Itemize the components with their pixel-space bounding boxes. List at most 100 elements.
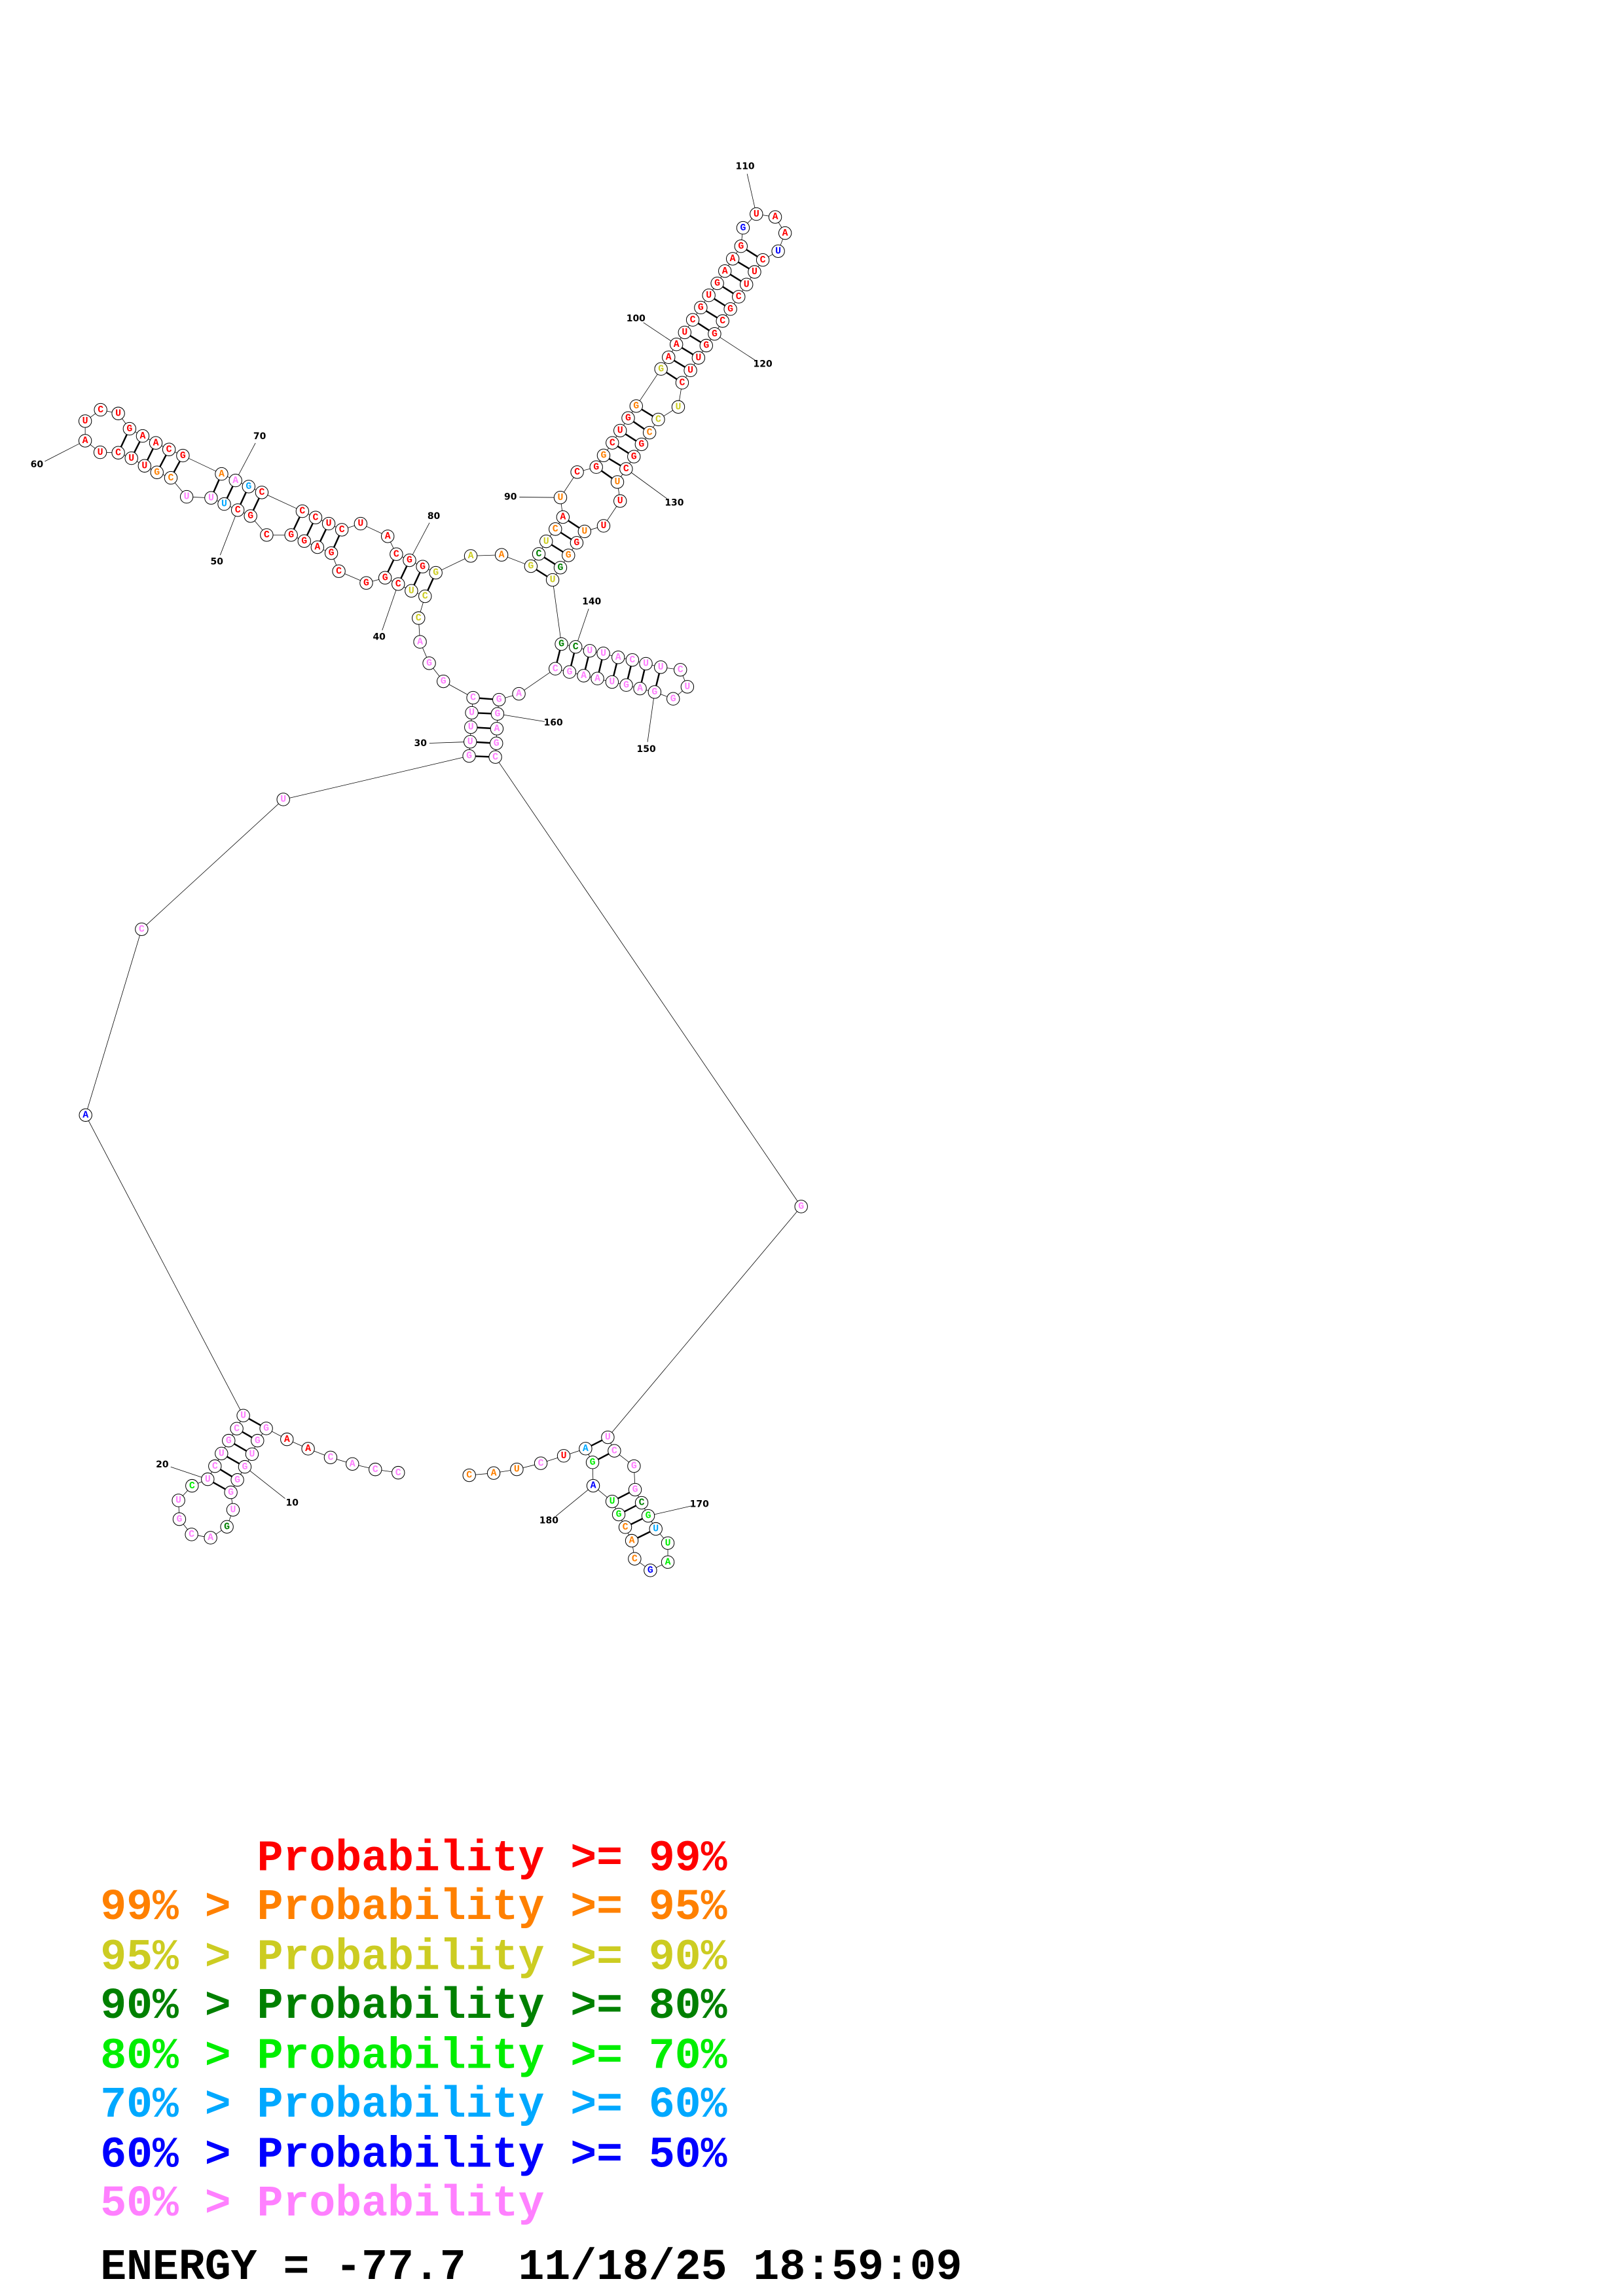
nucleotide-letter: A — [314, 543, 320, 553]
base-pair-line — [624, 1505, 636, 1513]
nucleotide-45: A — [310, 540, 325, 554]
nucleotide-circle — [570, 536, 584, 550]
nucleotide-103: G — [694, 300, 708, 315]
nucleotide-circle — [462, 1468, 476, 1482]
nucleotide-55: G — [150, 465, 164, 479]
nucleotide-circle — [596, 519, 611, 533]
nucleotide-letter: U — [653, 1524, 659, 1535]
nucleotide-132: U — [613, 494, 627, 508]
nucleotide-135: G — [570, 536, 584, 550]
nucleotide-183: U — [556, 1449, 571, 1463]
position-tick — [555, 1489, 589, 1516]
nucleotide-letter: G — [426, 658, 432, 669]
nucleotide-circle — [556, 510, 570, 524]
nucleotide-circle — [589, 460, 603, 474]
nucleotide-circle — [577, 669, 591, 683]
nucleotide-circle — [284, 528, 298, 542]
nucleotide-circle — [678, 325, 692, 340]
nucleotide-circle — [488, 750, 502, 764]
nucleotide-letter: G — [558, 639, 564, 650]
nucleotide-circle — [510, 1462, 524, 1477]
nucleotide-letter: U — [658, 662, 664, 673]
nucleotide-23: G — [222, 1433, 236, 1448]
nucleotide-65: A — [136, 429, 150, 443]
nucleotide-82: G — [429, 565, 443, 580]
nucleotide-letter: U — [687, 366, 693, 376]
nucleotide-letter: U — [609, 677, 615, 688]
nucleotide-letter: U — [600, 521, 606, 531]
nucleotide-letter: C — [189, 1530, 194, 1540]
nucleotide-20: U — [201, 1472, 215, 1486]
nucleotide-letter: G — [798, 1202, 804, 1212]
nucleotide-circle — [378, 571, 392, 584]
nucleotide-circle — [534, 1456, 548, 1470]
nucleotide-circle — [691, 351, 706, 365]
position-tick — [631, 472, 668, 499]
nucleotide-circle — [641, 1509, 655, 1523]
position-tick — [654, 1505, 691, 1515]
nucleotide-76: C — [335, 523, 349, 537]
nucleotide-letter: U — [115, 408, 121, 419]
nucleotide-circle — [78, 434, 92, 448]
base-pair-line — [598, 1453, 610, 1460]
nucleotide-letter: A — [581, 671, 587, 681]
base-pair-line — [689, 334, 702, 344]
backbone-segment — [261, 492, 303, 512]
base-pair-line — [641, 408, 653, 417]
nucleotide-letter: C — [166, 444, 172, 455]
nucleotide-letter: U — [581, 527, 587, 537]
base-pair-line — [617, 445, 629, 454]
nucleotide-circle — [562, 665, 577, 679]
nucleotide-letter: C — [610, 438, 615, 448]
nucleotide-circle — [308, 511, 323, 524]
nucleotide-78: A — [380, 529, 395, 543]
nucleotide-circle — [621, 411, 635, 425]
nucleotide-letter: G — [154, 467, 160, 478]
nucleotide-letter: G — [566, 550, 572, 561]
nucleotide-letter: A — [560, 512, 566, 523]
nucleotide-letter: A — [516, 689, 522, 700]
nucleotide-25: U — [236, 1408, 250, 1422]
nucleotide-143: A — [611, 651, 625, 664]
nucleotide-letter: C — [98, 405, 103, 416]
nucleotide-93: G — [596, 448, 611, 463]
nucleotide-circle — [794, 1200, 808, 1213]
nucleotide-circle — [412, 611, 426, 625]
nucleotide-52: U — [204, 491, 218, 505]
nucleotide-77: U — [354, 516, 368, 531]
nucleotide-circle — [260, 528, 274, 542]
nucleotide-circle — [405, 584, 418, 598]
nucleotide-circle — [634, 1496, 649, 1510]
nucleotide-circle — [579, 1442, 593, 1456]
nucleotide-123: U — [684, 363, 697, 378]
nucleotide-circle — [685, 313, 700, 327]
nucleotide-letter: U — [409, 586, 414, 596]
nucleotide-72: C — [255, 486, 269, 499]
nucleotide-146: U — [654, 660, 668, 674]
base-pair-line — [681, 347, 694, 355]
nucleotide-102: C — [685, 313, 700, 327]
nucleotide-59: U — [93, 445, 107, 459]
nucleotide-98: G — [654, 362, 668, 376]
nucleotide-letter: G — [329, 548, 335, 559]
nucleotide-circle — [390, 547, 403, 561]
position-label-80: 80 — [428, 511, 441, 522]
nucleotide-156: G — [562, 665, 577, 679]
nucleotide-29: G — [462, 749, 476, 763]
nucleotide-letter: G — [616, 1510, 622, 1520]
nucleotide-120: G — [708, 327, 721, 341]
nucleotide-187: C — [462, 1468, 476, 1482]
nucleotide-circle — [619, 678, 633, 692]
nucleotide-letter: U — [249, 1449, 255, 1460]
nucleotide-105: G — [710, 276, 724, 291]
nucleotide-letter: G — [698, 303, 704, 314]
nucleotide-130: C — [619, 462, 633, 476]
nucleotide-letter: G — [566, 667, 572, 677]
nucleotide-128: G — [634, 437, 649, 452]
nucleotide-circle — [416, 560, 429, 573]
nucleotide-letter: U — [82, 416, 88, 427]
nucleotide-circle — [201, 1472, 215, 1486]
backbone-segment — [636, 368, 661, 406]
nucleotide-letter: A — [385, 531, 391, 542]
nucleotide-letter: C — [416, 613, 422, 624]
